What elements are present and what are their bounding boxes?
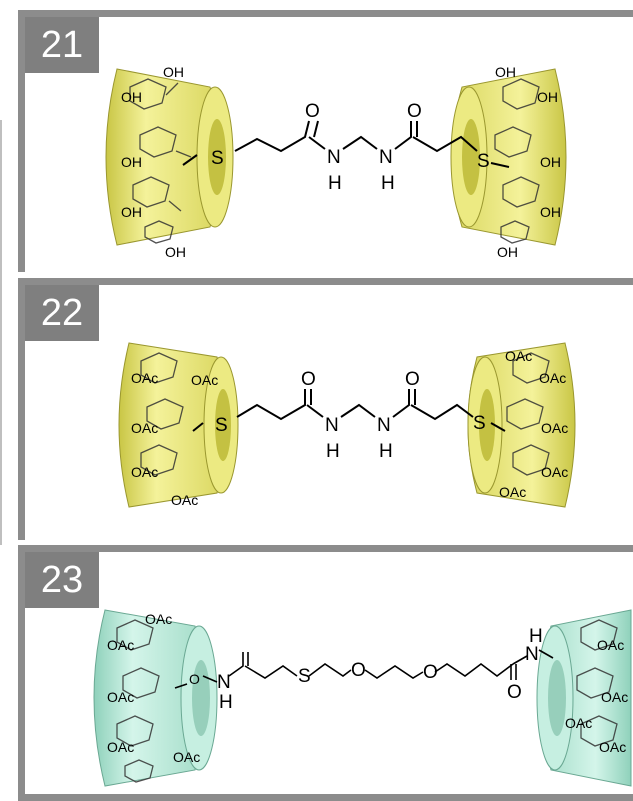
cyclodextrin-right: OAc OAc OAc OAc OAc xyxy=(467,342,576,508)
svg-text:OH: OH xyxy=(497,244,518,260)
svg-text:OH: OH xyxy=(163,64,184,80)
left-margin-rule xyxy=(0,120,2,545)
cyclodextrin-left: OAc OAc OAc OAc OAc xyxy=(118,342,239,508)
panel-22: 22 OAc OAc OAc OAc OAc xyxy=(18,278,633,540)
svg-text:OAc: OAc xyxy=(601,689,628,705)
linker-chain: S O N H N H O S xyxy=(192,369,506,462)
svg-text:OAc: OAc xyxy=(171,492,198,508)
svg-text:OH: OH xyxy=(121,154,142,170)
svg-text:OH: OH xyxy=(540,154,561,170)
svg-text:H: H xyxy=(379,441,393,462)
svg-text:OH: OH xyxy=(165,244,186,260)
cyclodextrin-right: OAc OAc OAc OAc xyxy=(536,609,632,787)
svg-text:N: N xyxy=(525,644,539,665)
svg-text:O: O xyxy=(351,660,366,681)
substituent-labels-left: OAc OAc OAc OAc OAc xyxy=(107,611,200,765)
svg-text:OAc: OAc xyxy=(565,715,592,731)
svg-text:OAc: OAc xyxy=(107,739,134,755)
svg-text:OAc: OAc xyxy=(541,420,568,436)
svg-text:N: N xyxy=(325,415,339,436)
svg-text:OAc: OAc xyxy=(145,611,172,627)
svg-text:O: O xyxy=(423,662,438,683)
svg-text:O: O xyxy=(405,369,420,390)
svg-text:OAc: OAc xyxy=(505,348,532,364)
svg-text:OH: OH xyxy=(121,204,142,220)
svg-text:O: O xyxy=(507,682,522,703)
svg-text:OAc: OAc xyxy=(173,749,200,765)
svg-text:OH: OH xyxy=(495,64,516,80)
svg-text:S: S xyxy=(477,151,490,172)
svg-text:H: H xyxy=(381,173,395,194)
substituent-labels-left: OH OH OH OH OH xyxy=(121,64,186,260)
linker-chain: O N H S S O O S N H O xyxy=(174,626,554,713)
svg-text:O: O xyxy=(305,101,320,122)
panel-23: 23 OAc OAc OAc OAc OAc xyxy=(18,545,633,801)
svg-text:H: H xyxy=(328,173,342,194)
svg-text:O: O xyxy=(189,671,200,687)
cyclodextrin-left: OAc OAc OAc OAc OAc xyxy=(93,609,218,787)
substituent-labels-left: OAc OAc OAc OAc OAc xyxy=(131,370,218,508)
svg-text:OAc: OAc xyxy=(541,464,568,480)
substituent-labels-right: OAc OAc OAc OAc xyxy=(565,637,628,755)
svg-text:N: N xyxy=(379,147,393,168)
svg-text:OAc: OAc xyxy=(107,637,134,653)
svg-text:H: H xyxy=(326,441,340,462)
svg-text:OH: OH xyxy=(537,89,558,105)
svg-text:OAc: OAc xyxy=(539,370,566,386)
svg-text:OH: OH xyxy=(121,89,142,105)
svg-text:OAc: OAc xyxy=(191,372,218,388)
cyclodextrin-right: OH OH OH OH OH xyxy=(450,64,567,260)
svg-text:S: S xyxy=(298,666,311,687)
molecule-21-structure: OH OH OH OH OH OH OH OH OH O xyxy=(105,64,567,260)
compound-label: 22 xyxy=(25,285,99,341)
molecule-23-structure: OAc OAc OAc OAc OAc OAc OAc OAc OAc xyxy=(93,609,632,787)
svg-text:OH: OH xyxy=(540,204,561,220)
svg-text:O: O xyxy=(407,101,422,122)
svg-text:OAc: OAc xyxy=(131,464,158,480)
molecule-22-structure: OAc OAc OAc OAc OAc OAc OAc OAc OAc OAc xyxy=(118,342,576,508)
svg-text:OAc: OAc xyxy=(499,484,526,500)
svg-text:OAc: OAc xyxy=(107,689,134,705)
svg-text:OAc: OAc xyxy=(131,420,158,436)
svg-text:N: N xyxy=(377,415,391,436)
svg-text:S: S xyxy=(473,413,486,434)
svg-text:H: H xyxy=(219,692,233,713)
panel-21: 21 OH OH OH xyxy=(18,10,633,272)
svg-text:OAc: OAc xyxy=(597,637,624,653)
linker-chain: S O N H N H O S xyxy=(182,101,510,194)
svg-text:N: N xyxy=(217,672,231,693)
svg-text:OAc: OAc xyxy=(599,739,626,755)
compound-label: 21 xyxy=(25,17,99,73)
svg-text:O: O xyxy=(301,369,316,390)
svg-text:S: S xyxy=(215,415,228,436)
cyclodextrin-left: OH OH OH OH OH xyxy=(105,64,234,260)
svg-text:N: N xyxy=(327,147,341,168)
substituent-labels-right: OH OH OH OH OH xyxy=(495,64,561,260)
svg-text:S: S xyxy=(211,148,224,169)
svg-text:H: H xyxy=(529,626,543,647)
substituent-labels-right: OAc OAc OAc OAc OAc xyxy=(499,348,568,500)
compound-label: 23 xyxy=(25,552,99,608)
svg-text:OAc: OAc xyxy=(131,370,158,386)
